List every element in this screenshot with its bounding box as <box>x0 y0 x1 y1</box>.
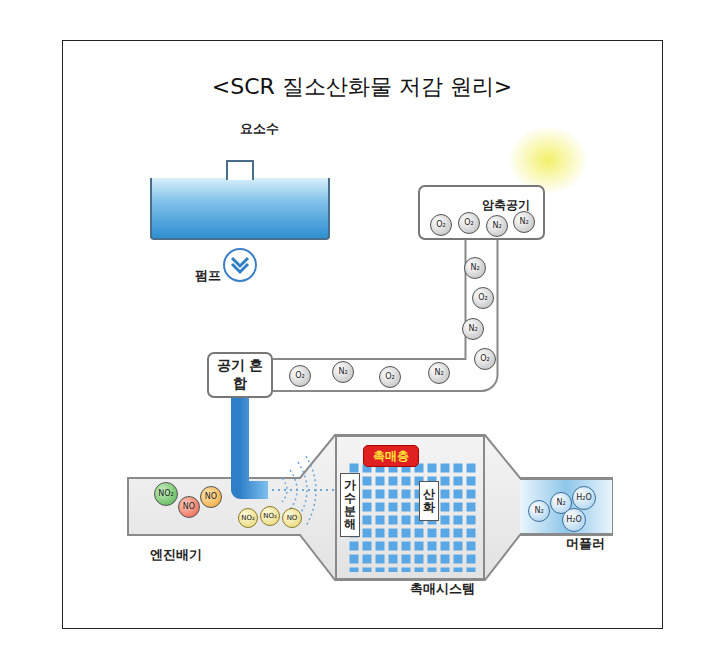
molecule-circle: N₂ <box>332 361 354 383</box>
molecule-circle: N₂ <box>462 318 484 340</box>
molecule-circle: NO <box>282 508 302 528</box>
process-box: 공기 혼합 <box>207 352 273 398</box>
node-text: 산화 <box>423 488 435 514</box>
node-text: 머플러 <box>566 536 605 551</box>
catalyst-grid <box>348 462 478 572</box>
molecule-formula: NO₂ <box>263 513 277 520</box>
pipe-connector <box>240 282 241 352</box>
molecule-formula: NO <box>287 515 298 522</box>
molecule-formula: O₂ <box>295 372 305 380</box>
catalyst-unit: 촉매시스템촉매층가수분해산화 <box>335 435 485 580</box>
molecule-formula: N₂ <box>468 325 477 333</box>
molecule-formula: N₂ <box>492 222 501 230</box>
molecule-formula: N₂ <box>470 264 479 272</box>
molecule-formula: NO <box>183 503 195 511</box>
molecule-circle: NO₂ <box>238 508 258 528</box>
node-text: 공기 혼합 <box>213 357 267 393</box>
molecule-formula: H₂O <box>566 516 582 524</box>
molecule-circle: N₂ <box>428 362 450 384</box>
molecule-formula: O₂ <box>385 373 395 381</box>
molecule-circle: O₂ <box>379 366 401 388</box>
pipe-connector <box>240 240 241 248</box>
part-label: 엔진배기 <box>150 546 202 564</box>
pipe-stroke <box>230 282 250 352</box>
molecule-formula: H₂O <box>576 494 592 502</box>
molecule-formula: N₂ <box>534 507 543 515</box>
reaction-box: 가수분해 <box>340 473 360 537</box>
frame <box>63 41 663 629</box>
molecule-formula: NO₂ <box>241 515 255 522</box>
node-text: 가수분해 <box>344 479 356 532</box>
molecule-circle: NO <box>200 486 222 508</box>
molecule-formula: N₂ <box>556 499 565 507</box>
pipe-stroke <box>273 240 482 375</box>
node-text: 요소수 <box>240 121 279 136</box>
node-text: 촉매시스템 <box>410 581 475 596</box>
diagram-title: <SCR 질소산화물 저감 원리> <box>62 72 662 102</box>
muffler: 머플러N₂N₂H₂OH₂O <box>520 478 612 535</box>
molecule-formula: NO₂ <box>158 490 174 498</box>
node-text: 암축공기 <box>482 198 530 212</box>
molecule-circle: NO₂ <box>154 482 178 506</box>
pipe-connector <box>240 398 335 490</box>
node-text: 촉매층 <box>373 448 409 465</box>
molecule-formula: N₂ <box>338 368 347 376</box>
pump-circle: 펌프 <box>223 248 257 282</box>
molecule-circle: H₂O <box>562 508 586 532</box>
molecule-formula: O₂ <box>480 355 490 363</box>
molecule-circle: NO₂ <box>260 506 280 526</box>
pipe-stroke <box>230 240 250 248</box>
molecule-circle: NO <box>178 496 200 518</box>
molecule-formula: N₂ <box>519 218 528 226</box>
pump-chevron <box>225 250 255 280</box>
molecule-circle: O₂ <box>430 214 452 236</box>
exhaust-housing <box>128 435 612 580</box>
molecule-circle: N₂ <box>528 500 550 522</box>
molecule-formula: O₂ <box>464 219 474 227</box>
molecule-circle: O₂ <box>289 365 311 387</box>
reaction-box: 산화 <box>419 481 439 521</box>
pipe-stroke <box>272 489 335 491</box>
molecule-circle: N₂ <box>464 257 486 279</box>
molecule-circle: O₂ <box>472 287 494 309</box>
molecule-circle: N₂ <box>513 211 535 233</box>
molecule-formula: O₂ <box>478 294 488 302</box>
molecule-circle: O₂ <box>458 212 480 234</box>
process-box: 암축공기 O₂ O₂ N₂ N₂ <box>418 185 545 240</box>
pipe-connector <box>273 240 482 375</box>
node-text: 펌프 <box>195 268 221 283</box>
tank-neck <box>226 160 254 180</box>
molecule-formula: O₂ <box>436 221 446 229</box>
pipe-stroke <box>273 240 482 375</box>
molecule-circle: N₂ <box>486 215 508 237</box>
pipe-stroke <box>240 398 268 490</box>
molecule-formula: N₂ <box>434 369 443 377</box>
molecule-formula: NO <box>205 493 217 501</box>
sun-glow <box>508 126 588 194</box>
urea-tank: 요소수 <box>150 178 330 240</box>
molecule-circle: O₂ <box>474 348 496 370</box>
molecule-circle: H₂O <box>572 486 596 510</box>
catalyst-layer-badge: 촉매층 <box>363 445 419 467</box>
